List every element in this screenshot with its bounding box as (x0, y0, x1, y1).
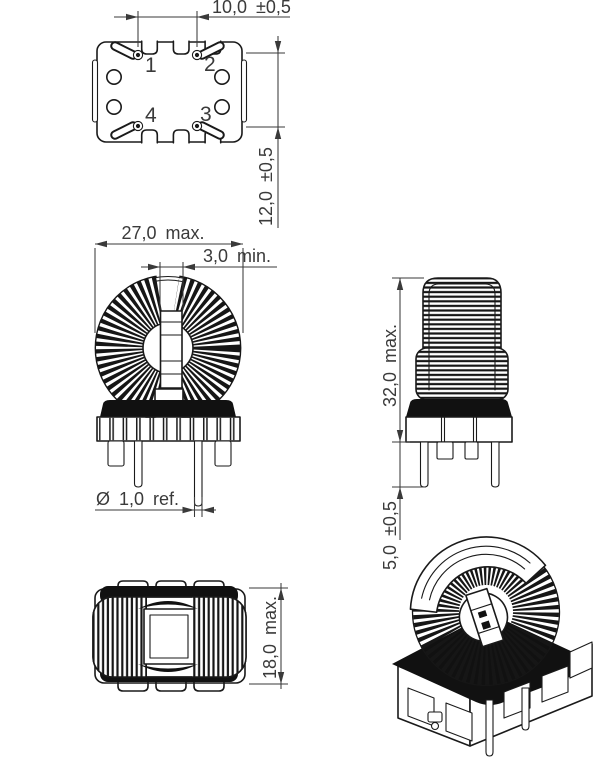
iso-torus-top-band (409, 536, 547, 614)
iso-base-blocks (407, 641, 593, 742)
pin-terminals (132, 49, 203, 132)
iso-winding-spokes (413, 539, 559, 685)
dim-text-pin-length: 5,0 ±0,5 (380, 501, 400, 570)
case-arc-top-inner (153, 279, 183, 283)
pin-side-left (419, 441, 429, 488)
iso-pin-front (485, 699, 494, 757)
base-tab-right (214, 440, 232, 467)
top-view-body (96, 41, 243, 143)
dimension-pin-spacing-y: 12,0 ±0,5 (246, 36, 285, 228)
pin-side-right (490, 441, 500, 488)
pin-label-1: 1 (145, 54, 157, 77)
center-window-outer (143, 608, 195, 665)
dim-text-pin-spacing-x: 10,0 ±0,5 (212, 0, 291, 17)
winding-side-bulge (415, 347, 509, 401)
dimension-height: 32,0 max. 5,0 ±0,5 (380, 277, 426, 570)
dim-text-pin-diameter: Ø 1,0 ref. (96, 489, 179, 509)
mounting-holes (106, 69, 231, 116)
case-curve-above-window (138, 601, 198, 609)
core-clip-right (240, 59, 248, 123)
case-arc-top-outer (152, 276, 184, 279)
dim-text-pin-spacing-y: 12,0 ±0,5 (256, 147, 276, 226)
dimension-depth: 18,0 max. (249, 583, 288, 689)
plastic-base-front (96, 416, 241, 442)
bottom-view (92, 580, 247, 692)
dimension-pin-diameter: Ø 1,0 ref. (95, 489, 216, 517)
front-view (94, 272, 242, 507)
dim-text-depth: 18,0 max. (260, 596, 280, 679)
dimension-pin-spacing-x: 10,0 ±0,5 (114, 0, 291, 47)
iso-pin-right (521, 687, 530, 731)
case-curve-below-window (138, 664, 198, 672)
pin-label-2: 2 (204, 53, 216, 76)
base-tab-left (107, 440, 125, 467)
dim-text-height: 32,0 max. (380, 324, 400, 407)
core-clip-left (91, 59, 99, 123)
isometric-view (392, 536, 593, 757)
base-tabs-bottom-view (117, 580, 225, 692)
winding-side-inner-line (428, 283, 496, 391)
center-window-inner (149, 614, 189, 659)
faston-lugs (110, 41, 225, 140)
dim-text-center-gap: 3,0 min. (203, 246, 271, 266)
dim-text-outer-width: 27,0 max. (121, 223, 204, 243)
pin-label-3: 3 (200, 103, 212, 126)
dimension-outer-width: 27,0 max. (94, 223, 244, 333)
center-divider (159, 310, 183, 389)
iso-base-nub (427, 711, 443, 723)
dimension-center-gap: 3,0 min. (141, 246, 277, 310)
iso-toroid (409, 536, 561, 687)
potting-base-front (100, 400, 236, 417)
base-slots-front (99, 417, 239, 441)
top-view: 1 2 3 4 (91, 40, 248, 144)
winding-top-blocks (93, 597, 246, 677)
base-tab-side-1 (436, 441, 454, 460)
pin-label-4: 4 (145, 104, 157, 127)
pin-front-left (133, 440, 143, 488)
potting-base-side (406, 399, 512, 417)
side-view (405, 277, 513, 488)
pin-front-right (193, 440, 203, 507)
iso-divider (465, 587, 505, 648)
base-tab-side-2 (464, 441, 479, 460)
plastic-base-side (405, 416, 513, 443)
iso-base-peg (430, 721, 440, 731)
